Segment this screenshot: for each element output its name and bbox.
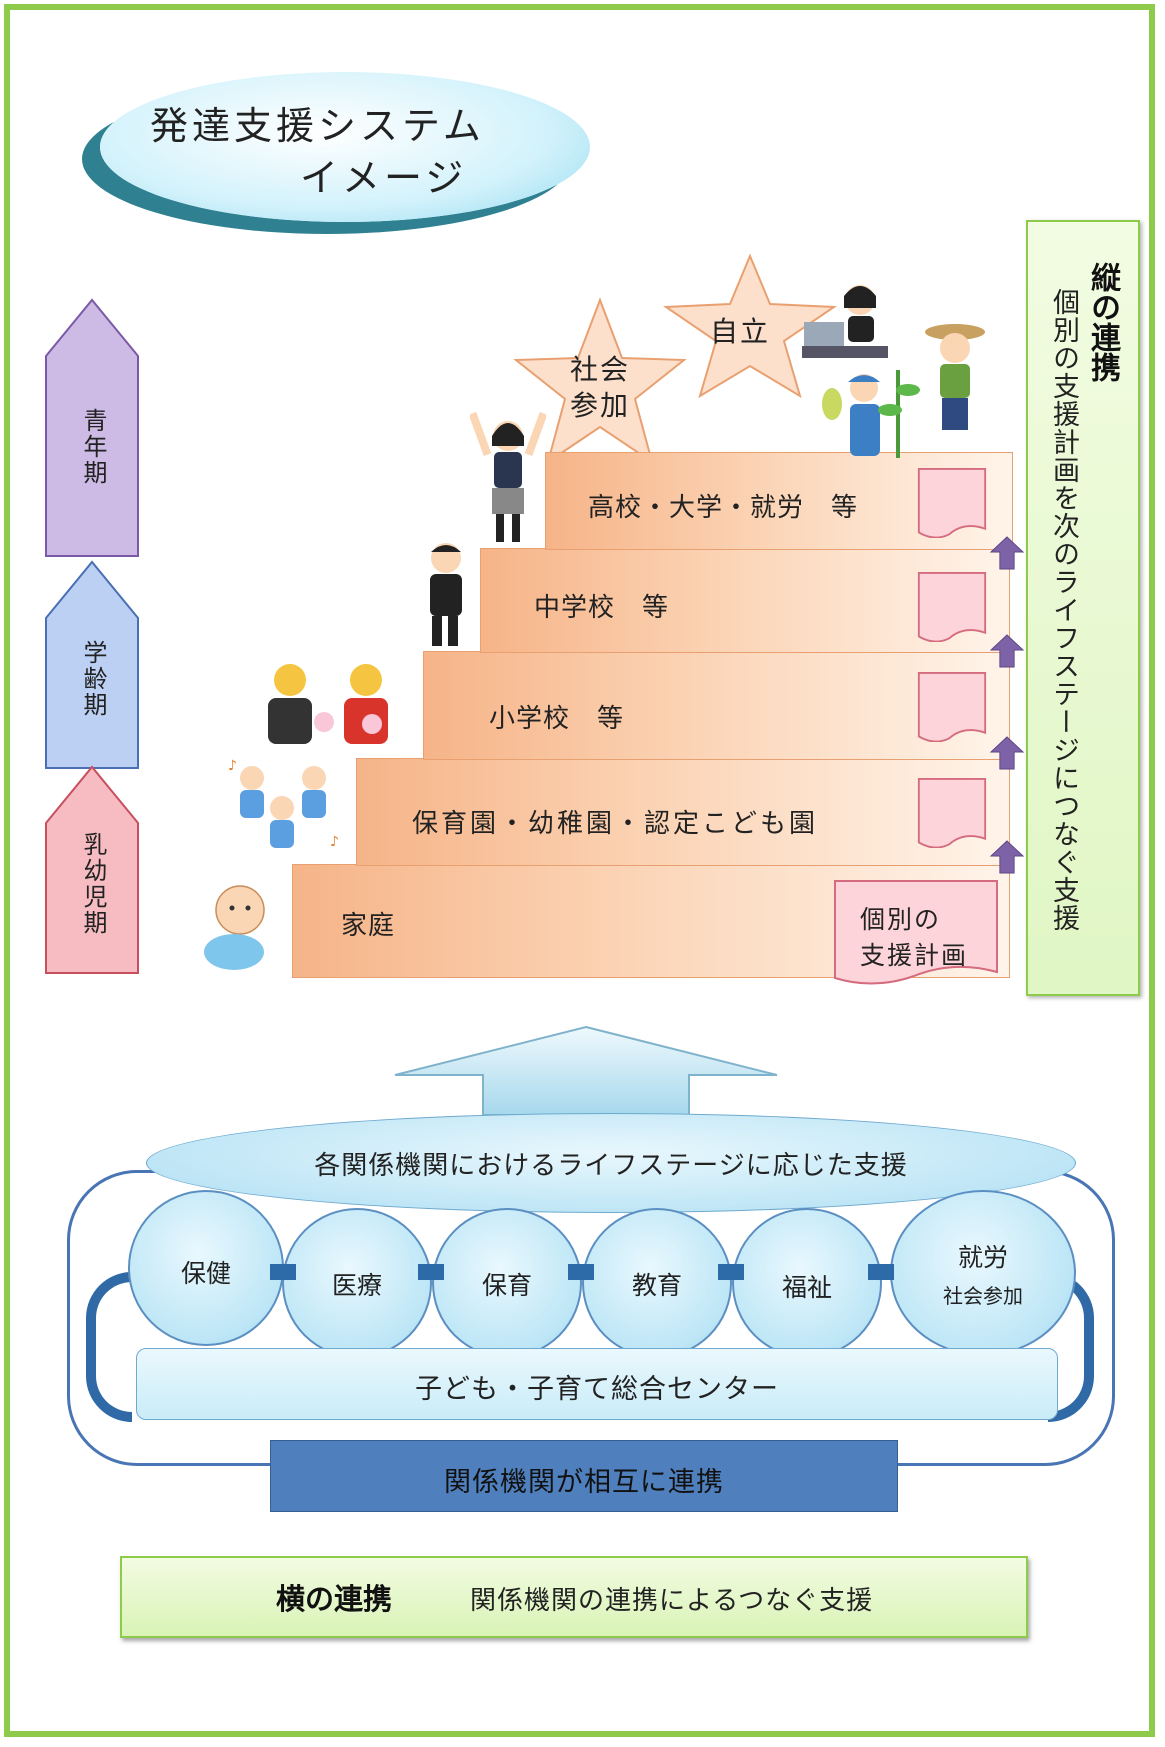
outer-frame [4, 4, 1155, 1737]
support-banner-label: 各関係機関におけるライフステージに応じた支援 [314, 1151, 908, 1181]
agency-education: 教育 [582, 1208, 732, 1358]
mutual-collaboration-bar: 関係機関が相互に連携 [270, 1440, 898, 1512]
support-banner: 各関係機関におけるライフステージに応じた支援 [146, 1113, 1076, 1213]
title-oval [100, 72, 590, 222]
individual-plan-line1: 個別の [860, 905, 942, 934]
svg-text:♪: ♪ [228, 758, 237, 774]
up-arrow-icon [989, 840, 1025, 874]
step-elementary-label: 小学校 等 [489, 704, 625, 734]
age-arrow-school [45, 560, 139, 769]
agency-employment-label: 就労 [957, 1243, 1008, 1272]
agency-connector [868, 1264, 894, 1280]
step-elementary: 小学校 等 [423, 651, 1010, 760]
agency-connector [418, 1264, 444, 1280]
high-school-student-illustration [470, 411, 546, 542]
worker-with-plants-illustration [822, 370, 920, 458]
agency-medical: 医療 [282, 1208, 432, 1358]
plan-doc-icon [917, 672, 987, 742]
agency-connector [270, 1264, 296, 1280]
step-high-school-label: 高校・大学・就労 等 [588, 493, 859, 523]
step-home-label: 家庭 [341, 911, 396, 941]
general-center-bar: 子ども・子育て総合センター [136, 1348, 1058, 1420]
agency-childcare: 保育 [432, 1208, 582, 1358]
age-arrow-youth [45, 298, 139, 557]
age-arrow-infant [45, 765, 139, 974]
star-independence [662, 253, 838, 399]
big-up-arrow-icon [394, 1025, 778, 1116]
horizontal-collaboration-heading: 横の連携 [276, 1582, 393, 1616]
star-social-label2: 参加 [570, 389, 631, 422]
left-loop-bulge [86, 1272, 132, 1422]
vertical-collaboration-box [1026, 220, 1140, 996]
star-social-label1: 社会 [570, 353, 631, 386]
agency-education-label: 教育 [631, 1271, 682, 1300]
page-title: 発達支援システム イメージ [150, 100, 530, 204]
plan-doc-icon [917, 778, 987, 848]
plan-doc-icon [917, 572, 987, 642]
individual-plan-line2: 支援計画 [860, 941, 969, 970]
preschool-kids-illustration: ♪♪ [228, 758, 339, 850]
step-preschool: 保育園・幼稚園・認定こども園 [356, 758, 1010, 866]
individual-plan-doc [834, 880, 998, 985]
junior-high-student-illustration [430, 543, 462, 646]
age-label-youth: 青年期 [79, 408, 107, 486]
step-junior-high-label: 中学校 等 [534, 593, 670, 623]
office-worker-illustration [802, 285, 888, 358]
agency-medical-label: 医療 [331, 1271, 382, 1300]
farmer-illustration [925, 324, 985, 430]
star-independence-label: 自立 [710, 315, 771, 348]
agency-childcare-label: 保育 [481, 1271, 532, 1300]
horizontal-collaboration-text: 関係機関の連携によるつなぐ支援 [470, 1586, 874, 1616]
horizontal-collaboration-box: 横の連携 関係機関の連携によるつなぐ支援 [120, 1556, 1028, 1638]
up-arrow-icon [989, 634, 1025, 668]
star-social [513, 297, 687, 465]
elementary-kids-illustration [268, 664, 388, 744]
agency-employment: 就労 社会参加 [890, 1190, 1076, 1356]
agency-health-label: 保健 [180, 1259, 231, 1288]
title-line2: イメージ [300, 156, 468, 200]
agency-welfare: 福祉 [732, 1208, 882, 1358]
agency-connector [718, 1264, 744, 1280]
svg-text:♪: ♪ [330, 834, 339, 850]
mutual-collaboration-label: 関係機関が相互に連携 [444, 1467, 724, 1498]
age-label-school: 学齢期 [79, 640, 107, 718]
agency-employment-label2: 社会参加 [943, 1284, 1023, 1308]
title-line1: 発達支援システム [150, 104, 485, 148]
agency-health: 保健 [128, 1190, 284, 1346]
step-preschool-label: 保育園・幼稚園・認定こども園 [412, 809, 819, 839]
agency-welfare-label: 福祉 [781, 1273, 832, 1302]
general-center-label: 子ども・子育て総合センター [415, 1374, 779, 1405]
agency-connector [568, 1264, 594, 1280]
vertical-collaboration-heading: 縦の連携 [1085, 262, 1120, 382]
vertical-collaboration-text: 個別の支援計画を次のライフステージにつなぐ支援 [1048, 288, 1079, 932]
up-arrow-icon [989, 736, 1025, 770]
baby-illustration [204, 885, 265, 970]
age-label-infant: 乳幼児期 [79, 832, 107, 936]
plan-doc-icon [917, 468, 987, 538]
up-arrow-icon [989, 536, 1025, 570]
